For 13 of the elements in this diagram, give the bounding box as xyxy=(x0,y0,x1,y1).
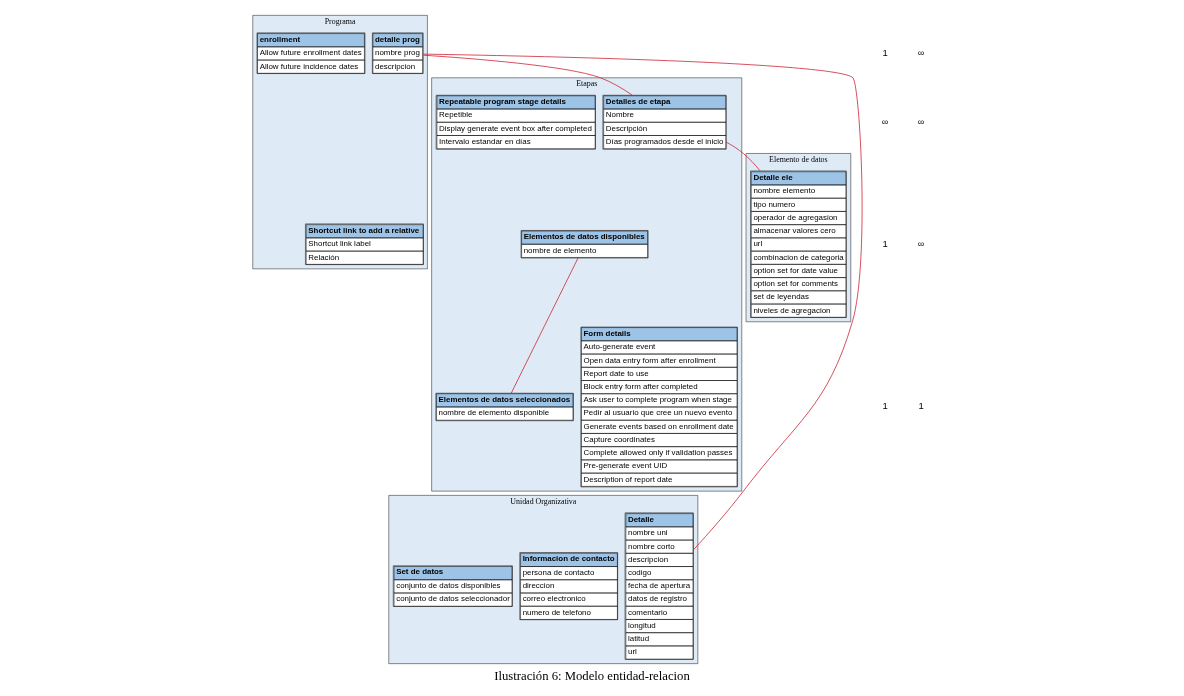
label: 1 xyxy=(882,46,888,58)
connector xyxy=(725,141,761,171)
label: 1 xyxy=(882,237,888,249)
label: 1 xyxy=(918,399,924,411)
label: ∞ xyxy=(917,237,925,249)
label: 1 xyxy=(882,399,888,411)
connector xyxy=(422,53,863,550)
label: ∞ xyxy=(917,46,925,58)
label: ∞ xyxy=(881,115,889,127)
connector xyxy=(422,54,633,96)
connector xyxy=(510,257,579,393)
label: ∞ xyxy=(917,115,925,127)
caption: Ilustración 6: Modelo entidad-relacion xyxy=(494,668,690,683)
